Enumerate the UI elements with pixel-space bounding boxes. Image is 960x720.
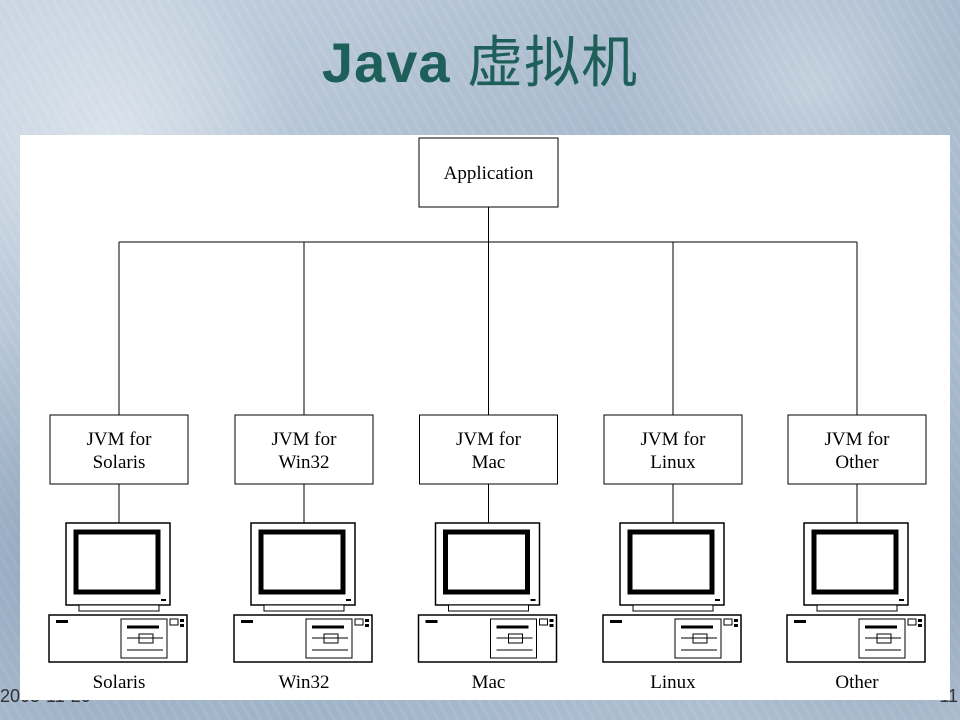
platform-label: Mac	[472, 672, 506, 693]
jvm-box	[787, 414, 927, 485]
title-cjk: 虚拟机	[467, 31, 639, 96]
jvm-box	[234, 414, 374, 485]
computer-icon	[417, 522, 558, 663]
application-label: Application	[444, 163, 534, 184]
platform-label: Linux	[650, 672, 696, 693]
jvm-label-line1: JVM for	[641, 429, 707, 450]
jvm-label-line1: JVM for	[272, 429, 338, 450]
jvm-label-line2: Other	[835, 452, 879, 473]
slide-title: Java 虚拟机	[0, 18, 960, 99]
jvm-label-line1: JVM for	[825, 429, 891, 450]
computer-icon	[602, 522, 742, 663]
jvm-label-line2: Linux	[650, 452, 696, 473]
platform-label: Win32	[279, 672, 330, 693]
platform-label: Other	[835, 672, 879, 693]
computer-icon	[48, 522, 188, 663]
computer-icon	[233, 522, 373, 663]
title-latin: Java	[321, 31, 451, 94]
jvm-label-line2: Win32	[279, 452, 330, 473]
jvm-label-line1: JVM for	[87, 429, 153, 450]
jvm-box	[419, 414, 558, 485]
application-box	[418, 137, 559, 208]
jvm-box	[603, 414, 743, 485]
computer-icon	[786, 522, 926, 663]
jvm-label-line2: Solaris	[93, 452, 146, 473]
jvm-label-line2: Mac	[472, 452, 506, 473]
jvm-box	[49, 414, 189, 485]
platform-label: Solaris	[93, 672, 146, 693]
jvm-label-line1: JVM for	[456, 429, 522, 450]
